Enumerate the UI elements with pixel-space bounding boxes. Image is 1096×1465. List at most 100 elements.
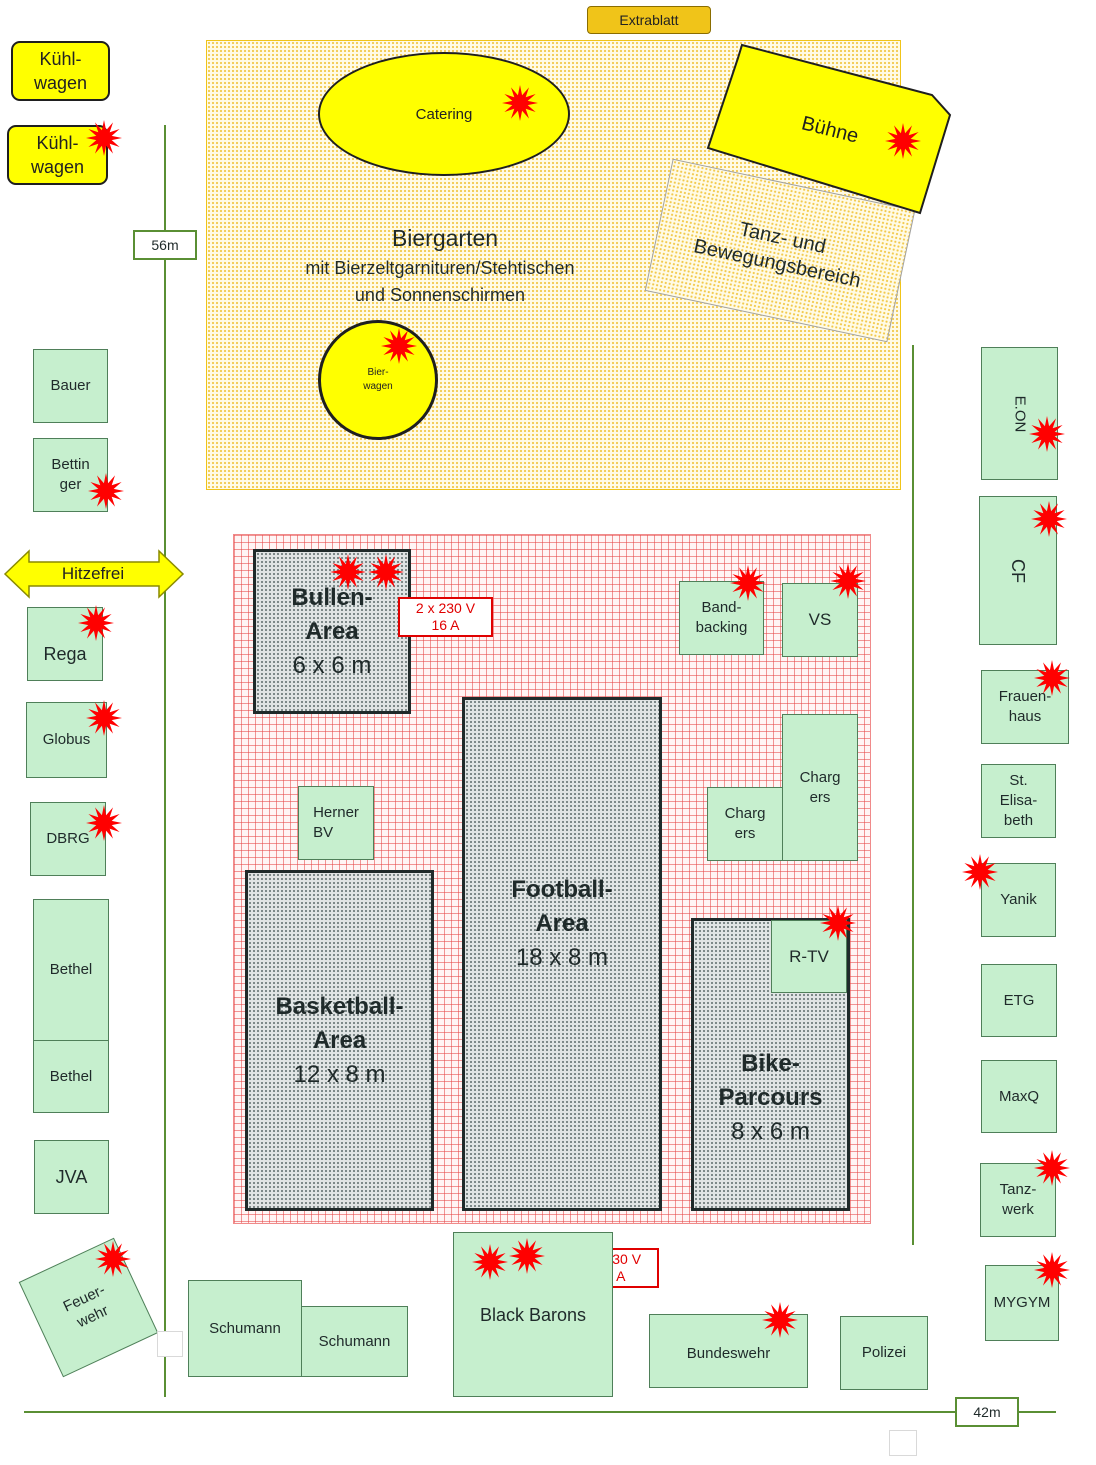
kuehlwagen-1: Kühl- wagen — [11, 41, 110, 101]
stall-bauer-label: Bauer — [50, 377, 91, 394]
bullen-area-title: Bullen- Area — [291, 583, 373, 645]
bierwagen-label: Bier- wagen — [363, 367, 393, 392]
stall-jva: JVA — [34, 1140, 109, 1214]
burst-marker-shape — [78, 605, 114, 641]
hitzefrei-arrow-shape — [3, 549, 185, 599]
burst-marker-icon — [368, 554, 404, 590]
buehne-stage — [706, 43, 952, 215]
stall-st-elisabeth-label: St. Elisa- beth — [999, 772, 1038, 829]
burst-marker-shape — [820, 905, 856, 941]
burst-marker-shape — [381, 328, 417, 364]
burst-marker-icon — [962, 854, 998, 890]
stall-schumann-1-label: Schumann — [209, 1319, 281, 1337]
stall-chargers-1-label: Charg ers — [724, 805, 766, 842]
distance-left-label: 56m — [133, 230, 197, 260]
stall-chargers-2: Charg ers — [782, 714, 858, 861]
burst-marker-icon — [509, 1238, 545, 1274]
hitzefrei-label: Hitzefrei — [61, 564, 125, 583]
burst-marker-shape — [962, 854, 998, 890]
stall-yanik: Yanik — [981, 863, 1056, 937]
stall-vs-label: VS — [808, 610, 832, 629]
distance-bottom-label: 42m — [955, 1397, 1019, 1427]
burst-marker-icon — [830, 563, 866, 599]
burst-marker-shape — [762, 1302, 798, 1338]
stall-tanzwerk-label: Tanz- werk — [999, 1181, 1037, 1218]
burst-marker-shape — [1034, 660, 1070, 696]
stall-feuerwehr: Feuer- wehr — [18, 1237, 159, 1378]
stall-globus: Globus — [26, 702, 107, 778]
stall-bettinger: Bettin ger — [33, 438, 108, 512]
stall-eon: E.ON — [981, 347, 1058, 480]
extrablatt-label: Extrablatt — [587, 6, 711, 34]
burst-marker-icon — [330, 554, 366, 590]
right-guide-line — [912, 345, 914, 1245]
burst-marker-shape — [1029, 416, 1065, 452]
football-area-title: Football- Area — [511, 876, 613, 937]
bike-parcours-size: 8 x 6 m — [731, 1117, 810, 1145]
power-label-top: 2 x 230 V 16 A — [398, 597, 493, 637]
burst-marker-shape — [509, 1238, 545, 1274]
stall-bethel-2: Bethel — [33, 1040, 109, 1113]
stall-rega-label: Rega — [43, 644, 87, 664]
stall-polizei: Polizei — [840, 1316, 928, 1390]
burst-marker-shape — [1031, 501, 1067, 537]
biergarten-subtitle: mit Bierzeltgarnituren/Stehtischen und S… — [305, 258, 575, 305]
burst-marker-icon — [381, 328, 417, 364]
stall-bethel-1: Bethel — [33, 899, 109, 1041]
catering-tent: Catering — [318, 52, 570, 176]
stall-schumann-2-label: Schumann — [318, 1332, 391, 1350]
burst-marker-shape — [368, 554, 404, 590]
stall-bandbacking: Band- backing — [679, 581, 764, 655]
burst-marker-icon — [1029, 416, 1065, 452]
burst-marker-shape — [472, 1244, 508, 1280]
stall-dbrg-label: DBRG — [46, 830, 90, 847]
kuehlwagen-2-label: Kühl- wagen — [30, 133, 85, 177]
stall-yanik-label: Yanik — [1000, 891, 1037, 908]
burst-marker-shape — [502, 85, 538, 121]
burst-marker-icon — [762, 1302, 798, 1338]
burst-marker-icon — [86, 805, 122, 841]
left-guide-line — [164, 125, 166, 1397]
burst-marker-icon — [730, 565, 766, 601]
burst-marker-icon — [1034, 1150, 1070, 1186]
football-area-size: 18 x 8 m — [515, 944, 609, 971]
stall-black-barons-label: Black Barons — [479, 1304, 587, 1325]
burst-marker-shape — [330, 554, 366, 590]
stall-globus-label: Globus — [42, 731, 91, 748]
buehne-shape — [706, 43, 952, 215]
hitzefrei-arrow — [3, 549, 185, 599]
kuehlwagen-1-label: Kühl- wagen — [33, 49, 88, 93]
burst-marker-icon — [86, 700, 122, 736]
stall-herner-bv-label: Herner BV — [313, 804, 359, 841]
stall-schumann-2: Schumann — [301, 1306, 408, 1377]
burst-marker-shape — [730, 565, 766, 601]
bottom-guide-line — [24, 1411, 1056, 1413]
bullen-area-size: 6 x 6 m — [292, 651, 372, 679]
bike-parcours-title: Bike- Parcours — [718, 1049, 823, 1111]
stall-r-tv-label: R-TV — [789, 946, 829, 966]
empty-marker-1 — [157, 1331, 183, 1357]
stall-mygym-label: MYGYM — [993, 1294, 1051, 1311]
stall-etg-label: ETG — [1003, 991, 1035, 1009]
stall-maxq: MaxQ — [981, 1060, 1057, 1133]
empty-marker-2 — [889, 1430, 917, 1456]
bierwagen: Bier- wagen — [318, 320, 438, 440]
burst-marker-icon — [78, 605, 114, 641]
burst-marker-icon — [86, 120, 122, 156]
stall-dbrg: DBRG — [30, 802, 106, 876]
burst-marker-shape — [885, 123, 921, 159]
stall-cf-label: CF — [1008, 558, 1028, 583]
stall-bethel-1-label: Bethel — [49, 961, 93, 978]
stall-tanzwerk: Tanz- werk — [980, 1163, 1056, 1237]
burst-marker-icon — [472, 1244, 508, 1280]
basketball-area: Basketball- Area 12 x 8 m — [245, 870, 434, 1211]
stall-polizei-label: Polizei — [861, 1344, 907, 1361]
stall-jva-label: JVA — [55, 1167, 88, 1187]
stall-chargers-1: Charg ers — [707, 787, 783, 861]
stall-schumann-1: Schumann — [188, 1280, 302, 1377]
stall-bandbacking-label: Band- backing — [695, 599, 748, 636]
burst-marker-icon — [1034, 1252, 1070, 1288]
burst-marker-icon — [502, 85, 538, 121]
stall-bauer: Bauer — [33, 349, 108, 423]
burst-marker-shape — [1034, 1252, 1070, 1288]
